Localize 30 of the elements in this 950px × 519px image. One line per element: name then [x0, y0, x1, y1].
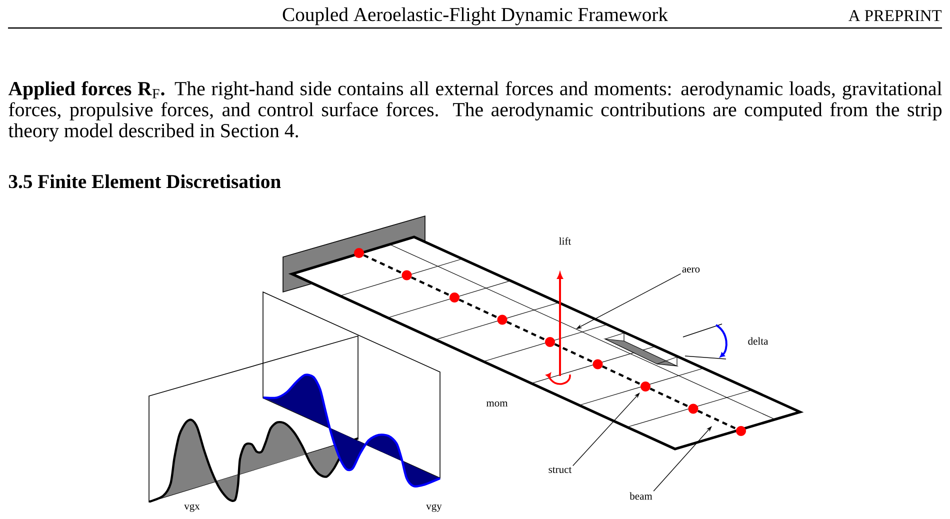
- node-dot: [450, 292, 460, 302]
- node-dot: [688, 404, 698, 414]
- running-head: Coupled Aeroelastic-Flight Dynamic Framework: [282, 7, 668, 26]
- node-dot: [640, 381, 650, 392]
- node-dot: [497, 314, 508, 325]
- running-head: A PREPRINT: [848, 10, 942, 21]
- beam-segment: [506, 320, 546, 341]
- beam-segment: [363, 254, 402, 274]
- diagram-label: mom: [486, 401, 508, 407]
- diagram-label: vgy: [426, 504, 442, 512]
- node-dot: [545, 337, 555, 347]
- beam-segment: [411, 276, 450, 296]
- node-dot: [592, 359, 603, 370]
- diagram-label: delta: [748, 337, 768, 345]
- leader-arrow: [653, 426, 712, 492]
- callout-label: struct: [548, 466, 572, 473]
- beam-segment: [554, 343, 594, 364]
- node-dot: [736, 426, 746, 436]
- diagram-label: lift: [559, 237, 572, 245]
- callout-label: beam: [630, 492, 652, 500]
- diagram-label: vgx: [184, 504, 200, 512]
- callout-label: aero: [682, 267, 700, 273]
- section-heading: 3.5 Finite Element Discretisation: [8, 174, 281, 188]
- beam-segment: [602, 365, 642, 386]
- node-dot: [402, 270, 412, 280]
- beam-segment: [458, 298, 498, 319]
- beam-segment: [650, 388, 689, 408]
- paragraph: Applied forces R$_{F}$. The right-hand side contains all external forces and moments: aerodynamic loads, gravitational forces, propulsive forces, and control surface forces. The aerodynamic contributions are computed from the strip theory model described in Section 4.: [8, 81, 942, 142]
- beam-segment: [698, 410, 737, 430]
- node-dot: [354, 248, 364, 258]
